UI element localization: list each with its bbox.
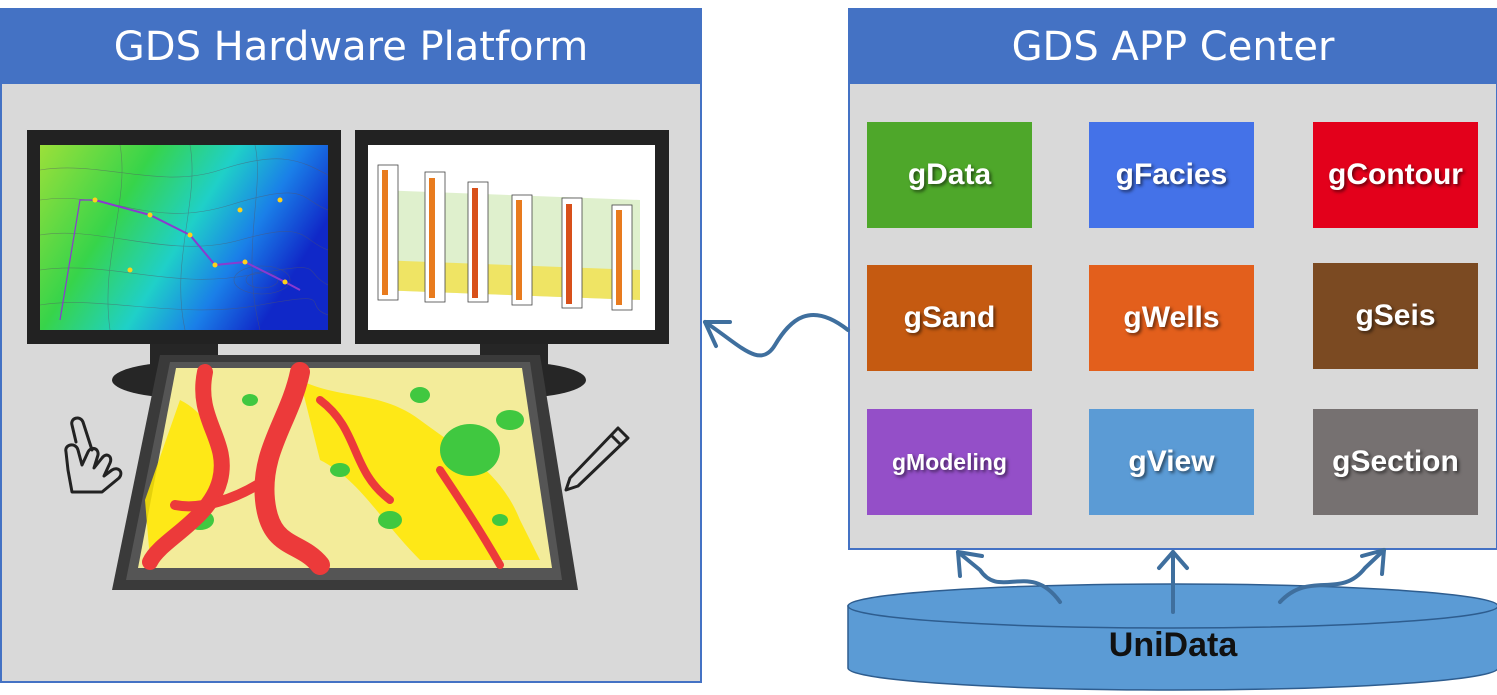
tile-gsand[interactable]: gSand [867, 265, 1032, 371]
hand-pointer-icon [64, 416, 123, 494]
hardware-platform-title: GDS Hardware Platform [2, 10, 700, 84]
tile-gwells[interactable]: gWells [1089, 265, 1254, 371]
tile-gsection[interactable]: gSection [1313, 409, 1478, 515]
data-flow-arrows [703, 312, 1386, 614]
left-monitor [27, 130, 341, 344]
touch-table-display [112, 355, 578, 590]
app-center-title: GDS APP Center [850, 10, 1496, 84]
tile-gseis[interactable]: gSeis [1313, 263, 1478, 369]
tile-gdata[interactable]: gData [867, 122, 1032, 228]
tile-gcontour[interactable]: gContour [1313, 122, 1478, 228]
tile-gmodeling[interactable]: gModeling [867, 409, 1032, 515]
tile-gfacies[interactable]: gFacies [1089, 122, 1254, 228]
tile-gview[interactable]: gView [1089, 409, 1254, 515]
unidata-label: UniData [1108, 626, 1238, 664]
pen-icon [564, 426, 630, 492]
right-monitor [355, 130, 669, 344]
hardware-illustration [27, 130, 669, 590]
